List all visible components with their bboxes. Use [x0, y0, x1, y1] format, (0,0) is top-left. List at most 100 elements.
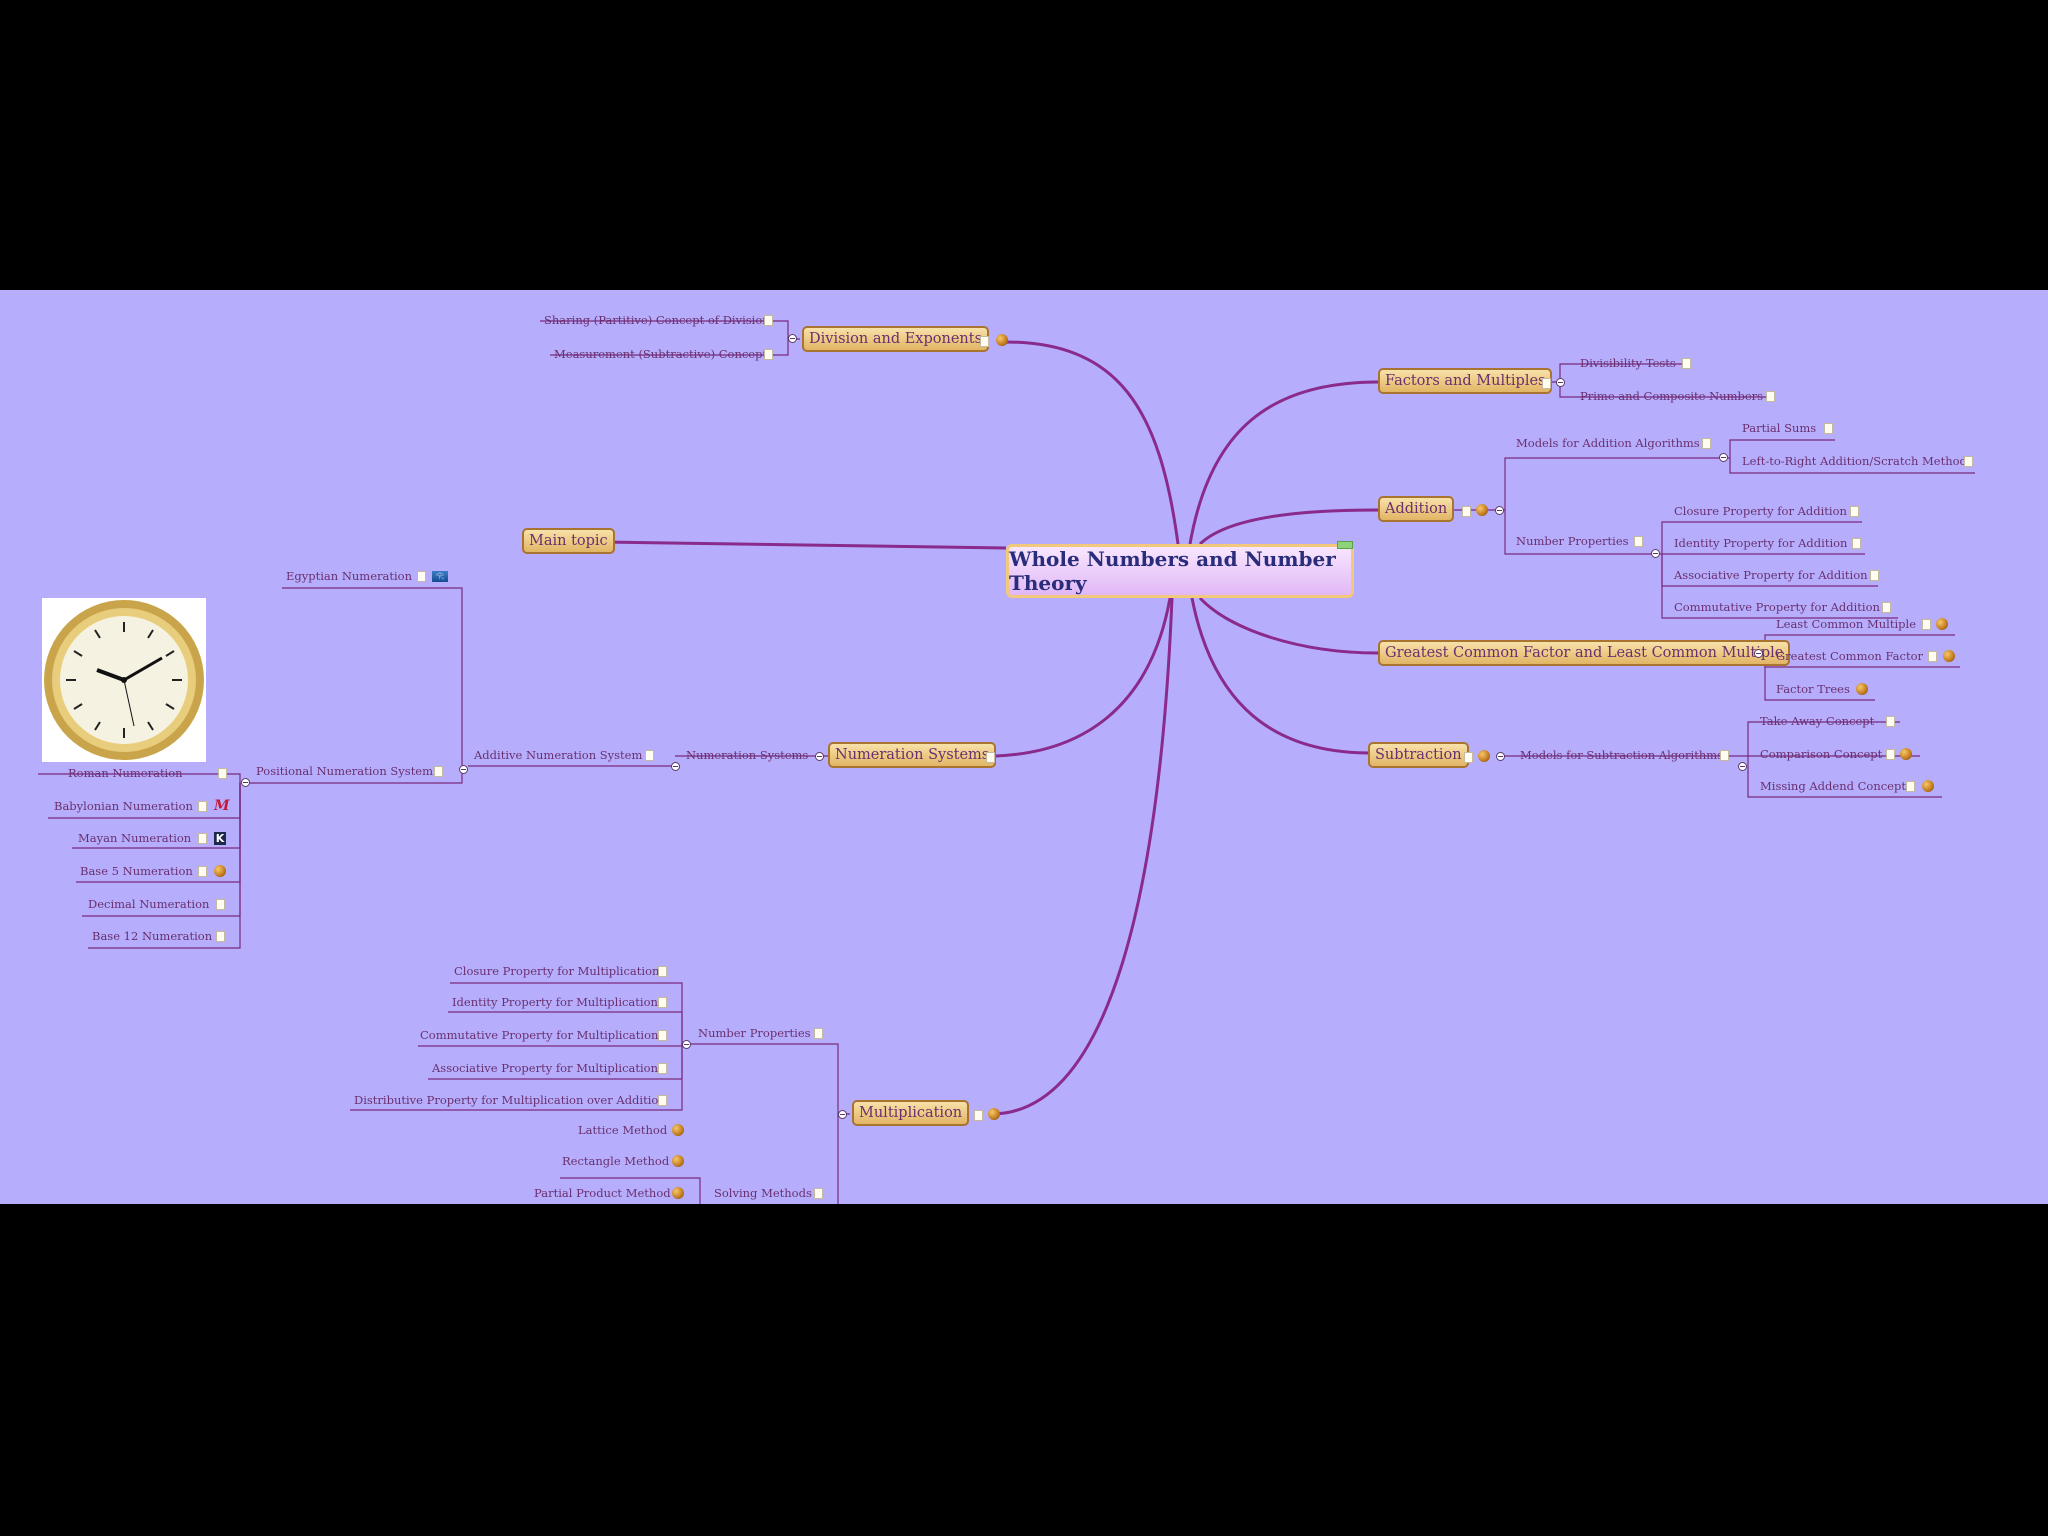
topic-addition[interactable]: Addition	[1378, 496, 1454, 522]
globe-icon[interactable]	[1900, 748, 1912, 760]
k-icon[interactable]: K	[214, 832, 226, 845]
doc-icon[interactable]	[198, 833, 207, 844]
globe-icon[interactable]	[1943, 650, 1955, 662]
subtopic-least-common-multiple[interactable]: Least Common Multiple	[1776, 617, 1916, 631]
globe-icon[interactable]	[1478, 750, 1490, 762]
subtopic-egyptian-numeration[interactable]: Egyptian Numeration	[286, 569, 412, 583]
topic-factors-and-multiples[interactable]: Factors and Multiples	[1378, 368, 1552, 394]
collapse-icon[interactable]	[838, 1110, 847, 1119]
subtopic-commutative-multiplication[interactable]: Commutative Property for Multiplication	[420, 1028, 658, 1042]
doc-icon[interactable]	[198, 866, 207, 877]
subtopic-factor-trees[interactable]: Factor Trees	[1776, 682, 1850, 696]
doc-icon[interactable]	[658, 966, 667, 977]
doc-icon[interactable]	[658, 997, 667, 1008]
subtopic-missing-addend[interactable]: Missing Addend Concept	[1760, 779, 1906, 793]
subtopic-rectangle-method[interactable]: Rectangle Method	[562, 1154, 669, 1168]
collapse-icon[interactable]	[1495, 506, 1504, 515]
subtopic-measurement-concept[interactable]: Measurement (Subtractive) Concept	[554, 347, 767, 361]
subtopic-partial-product-method[interactable]: Partial Product Method	[534, 1186, 671, 1200]
topic-subtraction[interactable]: Subtraction	[1368, 742, 1469, 768]
subtopic-commutative-addition[interactable]: Commutative Property for Addition	[1674, 600, 1880, 614]
doc-icon[interactable]	[645, 750, 654, 761]
egypt-icon[interactable]: 𓂀	[432, 571, 448, 582]
subtopic-additive-numeration[interactable]: Additive Numeration System	[474, 748, 642, 762]
subtopic-comparison[interactable]: Comparison Concept	[1760, 747, 1882, 761]
doc-icon[interactable]	[658, 1063, 667, 1074]
doc-icon[interactable]	[1922, 619, 1931, 630]
subtopic-partial-sums[interactable]: Partial Sums	[1742, 421, 1816, 435]
topic-numeration-systems[interactable]: Numeration Systems	[828, 742, 996, 768]
doc-icon[interactable]	[417, 571, 426, 582]
doc-icon[interactable]	[1634, 536, 1643, 547]
subtopic-take-away[interactable]: Take-Away Concept	[1760, 714, 1874, 728]
subtopic-babylonian-numeration[interactable]: Babylonian Numeration	[54, 799, 193, 813]
subtopic-roman-numeration[interactable]: Roman Numeration	[68, 766, 183, 780]
doc-icon[interactable]	[1682, 358, 1691, 369]
subtopic-divisibility-tests[interactable]: Divisibility Tests	[1580, 356, 1676, 370]
collapse-icon[interactable]	[1738, 762, 1747, 771]
collapse-icon[interactable]	[1651, 549, 1660, 558]
doc-icon[interactable]	[986, 752, 995, 763]
subtopic-sharing-concept[interactable]: Sharing (Partitive) Concept of Division	[544, 313, 770, 327]
doc-icon[interactable]	[1886, 749, 1895, 760]
doc-icon[interactable]	[216, 931, 225, 942]
collapse-icon[interactable]	[682, 1040, 691, 1049]
topic-gcf-lcm[interactable]: Greatest Common Factor and Least Common …	[1378, 640, 1790, 666]
subtopic-models-addition[interactable]: Models for Addition Algorithms	[1516, 436, 1700, 450]
globe-icon[interactable]	[988, 1108, 1000, 1120]
globe-icon[interactable]	[1476, 504, 1488, 516]
subtopic-left-to-right[interactable]: Left-to-Right Addition/Scratch Method	[1742, 454, 1967, 468]
topic-main-topic[interactable]: Main topic	[522, 528, 615, 554]
doc-icon[interactable]	[814, 1188, 823, 1199]
subtopic-decimal-numeration[interactable]: Decimal Numeration	[88, 897, 209, 911]
collapse-icon[interactable]	[1496, 752, 1505, 761]
doc-icon[interactable]	[764, 349, 773, 360]
subtopic-prime-composite[interactable]: Prime and Composite Numbers	[1580, 389, 1763, 403]
subtopic-solving-methods[interactable]: Solving Methods	[714, 1186, 812, 1200]
subtopic-greatest-common-factor[interactable]: Greatest Common Factor	[1776, 649, 1923, 663]
doc-icon[interactable]	[216, 899, 225, 910]
collapse-icon[interactable]	[1719, 453, 1728, 462]
subtopic-models-subtraction[interactable]: Models for Subtraction Algorithms	[1520, 748, 1723, 762]
doc-icon[interactable]	[1882, 602, 1891, 613]
doc-icon[interactable]	[1824, 423, 1833, 434]
globe-icon[interactable]	[672, 1187, 684, 1199]
collapse-icon[interactable]	[459, 765, 468, 774]
subtopic-associative-multiplication[interactable]: Associative Property for Multiplication	[432, 1061, 658, 1075]
topic-division-and-exponents[interactable]: Division and Exponents	[802, 326, 989, 352]
subtopic-number-properties-addition[interactable]: Number Properties	[1516, 534, 1629, 548]
central-topic[interactable]: Whole Numbers and Number Theory	[1006, 544, 1354, 598]
doc-icon[interactable]	[1870, 570, 1879, 581]
doc-icon[interactable]	[1702, 438, 1711, 449]
doc-icon[interactable]	[814, 1028, 823, 1039]
doc-icon[interactable]	[980, 336, 989, 347]
globe-icon[interactable]	[672, 1155, 684, 1167]
doc-icon[interactable]	[1464, 752, 1473, 763]
doc-icon[interactable]	[218, 768, 227, 779]
subtopic-mayan-numeration[interactable]: Mayan Numeration	[78, 831, 191, 845]
subtopic-numeration-systems-inner[interactable]: Numeration Systems	[686, 748, 808, 762]
globe-icon[interactable]	[672, 1124, 684, 1136]
doc-icon[interactable]	[1964, 456, 1973, 467]
doc-icon[interactable]	[764, 315, 773, 326]
subtopic-base12-numeration[interactable]: Base 12 Numeration	[92, 929, 212, 943]
subtopic-associative-addition[interactable]: Associative Property for Addition	[1674, 568, 1868, 582]
collapse-icon[interactable]	[1754, 649, 1763, 658]
subtopic-number-properties-multiplication[interactable]: Number Properties	[698, 1026, 811, 1040]
collapse-icon[interactable]	[671, 762, 680, 771]
subtopic-base5-numeration[interactable]: Base 5 Numeration	[80, 864, 193, 878]
subtopic-distributive-multiplication[interactable]: Distributive Property for Multiplication…	[354, 1093, 666, 1107]
subtopic-identity-addition[interactable]: Identity Property for Addition	[1674, 536, 1847, 550]
subtopic-closure-addition[interactable]: Closure Property for Addition	[1674, 504, 1847, 518]
doc-icon[interactable]	[434, 766, 443, 777]
doc-icon[interactable]	[658, 1030, 667, 1041]
collapse-icon[interactable]	[788, 334, 797, 343]
doc-icon[interactable]	[1852, 538, 1861, 549]
globe-icon[interactable]	[1856, 683, 1868, 695]
doc-icon[interactable]	[1886, 716, 1895, 727]
subtopic-identity-multiplication[interactable]: Identity Property for Multiplication	[452, 995, 658, 1009]
globe-icon[interactable]	[214, 865, 226, 877]
doc-icon[interactable]	[1766, 391, 1775, 402]
collapse-icon[interactable]	[241, 778, 250, 787]
subtopic-lattice-method[interactable]: Lattice Method	[578, 1123, 667, 1137]
